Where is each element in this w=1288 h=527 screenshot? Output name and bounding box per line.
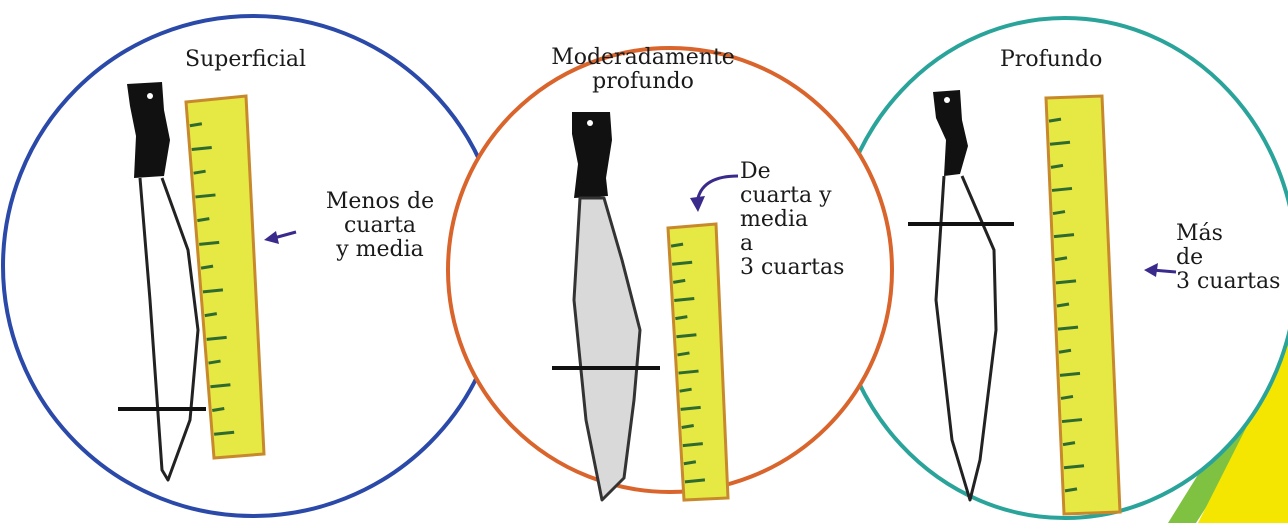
ruler-3 <box>1044 94 1122 516</box>
ruler1-tick <box>197 217 210 223</box>
ruler1-tick <box>191 145 212 151</box>
ruler3-tick <box>1050 163 1064 169</box>
ruler2-tick <box>670 242 684 248</box>
ruler1-tick <box>199 240 220 246</box>
ruler-1 <box>184 94 266 460</box>
ruler3-body <box>1044 94 1122 516</box>
arrow-3 <box>1144 263 1177 277</box>
ruler1-body <box>184 94 266 460</box>
ruler2-tick <box>677 351 690 357</box>
ruler2-tick <box>682 442 703 448</box>
ruler2-tick <box>683 460 697 466</box>
ruler2-tick <box>676 333 697 339</box>
ruler2-tick <box>680 405 701 411</box>
panel-superficial <box>1 14 505 518</box>
ruler3-tick <box>1055 279 1077 285</box>
panel-profundo <box>831 16 1288 520</box>
panel-3-description: Más de 3 cuartas <box>1176 221 1281 294</box>
panel-moderadamente-profundo <box>446 46 894 502</box>
ruler3-tick <box>1062 441 1076 447</box>
ruler3-tick <box>1063 464 1085 470</box>
arrow-2 <box>690 174 739 212</box>
knife-1-blade <box>138 177 200 482</box>
panel-3-title: Profundo <box>1000 47 1103 72</box>
ruler2-tick <box>671 260 693 266</box>
panel-1-description: Menos de cuarta y media <box>325 189 435 262</box>
ruler1-tick <box>208 359 221 365</box>
ruler-2 <box>666 222 730 502</box>
knife-3 <box>908 90 1014 502</box>
ruler2-tick <box>678 369 699 375</box>
ruler1-tick <box>195 193 216 199</box>
ruler3-tick <box>1057 325 1079 331</box>
ruler3-tick <box>1064 487 1078 493</box>
knife-2 <box>552 112 660 502</box>
ruler1-tick <box>202 288 224 294</box>
ruler3-tick <box>1051 186 1073 192</box>
panel-2-title: Moderadamente profundo <box>551 45 735 94</box>
ruler1-tick <box>193 169 206 175</box>
knife-3-handle <box>933 90 968 176</box>
ruler3-tick <box>1059 371 1081 377</box>
panel-2-description: De cuarta y media a 3 cuartas <box>740 159 845 280</box>
ruler2-body <box>666 222 730 502</box>
ruler2-tick <box>684 478 706 484</box>
ruler3-tick <box>1052 210 1066 216</box>
knife-2-handle <box>572 112 612 198</box>
ruler2-tick <box>681 423 694 429</box>
ruler3-tick <box>1048 117 1062 123</box>
ruler1-tick <box>189 122 203 128</box>
ruler2-tick <box>675 315 688 321</box>
ruler3-tick <box>1061 418 1083 424</box>
ruler1-tick <box>213 430 235 436</box>
ruler3-tick <box>1054 256 1068 262</box>
ruler3-tick <box>1060 394 1074 400</box>
knife-2-blade <box>572 196 642 502</box>
ruler3-tick <box>1049 140 1071 146</box>
ruler3-tick <box>1053 233 1075 239</box>
ruler3-tick <box>1058 348 1072 354</box>
knife-3-blade <box>934 175 998 502</box>
ruler2-tick <box>672 278 686 284</box>
arrow-1 <box>264 230 297 244</box>
panel-1-title: Superficial <box>185 47 307 72</box>
ruler2-tick <box>679 387 692 393</box>
ruler2-tick <box>674 297 695 303</box>
knife-1-handle <box>127 82 170 178</box>
ruler1-tick <box>204 312 218 318</box>
ruler1-tick <box>210 383 231 389</box>
ruler1-tick <box>206 335 227 341</box>
ruler1-tick <box>212 407 225 413</box>
ruler3-tick <box>1056 302 1070 308</box>
knife-1 <box>118 82 206 482</box>
ruler1-tick <box>200 264 214 270</box>
